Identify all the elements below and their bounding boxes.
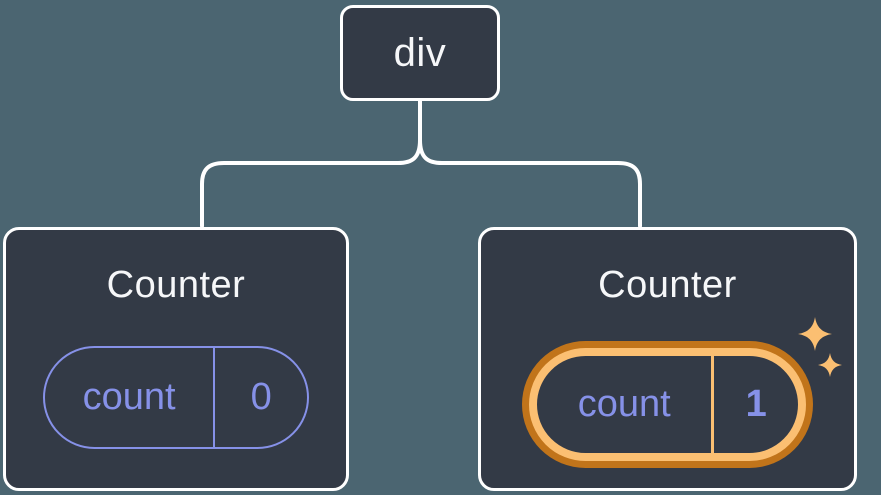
counter-card-right: Counter count 1 bbox=[478, 227, 857, 491]
sparkles-icon bbox=[798, 317, 842, 377]
connector-branch-right bbox=[418, 138, 642, 228]
connector-branch-left bbox=[200, 138, 422, 228]
state-key-cell: count bbox=[45, 348, 216, 447]
counter-card-left: Counter count 0 bbox=[3, 227, 349, 491]
counter-title: Counter bbox=[106, 264, 246, 306]
state-pill: count 0 bbox=[43, 346, 309, 449]
state-pill-highlighted: count 1 bbox=[529, 348, 806, 461]
counter-title: Counter bbox=[598, 264, 737, 306]
state-key-cell: count bbox=[537, 356, 715, 453]
root-node-div: div bbox=[340, 5, 500, 101]
sparkle-star-small bbox=[818, 353, 842, 377]
root-node-label: div bbox=[393, 30, 447, 75]
state-value-cell: 1 bbox=[745, 383, 767, 425]
sparkle-star-large bbox=[798, 317, 832, 351]
state-value-cell: 0 bbox=[250, 376, 272, 418]
